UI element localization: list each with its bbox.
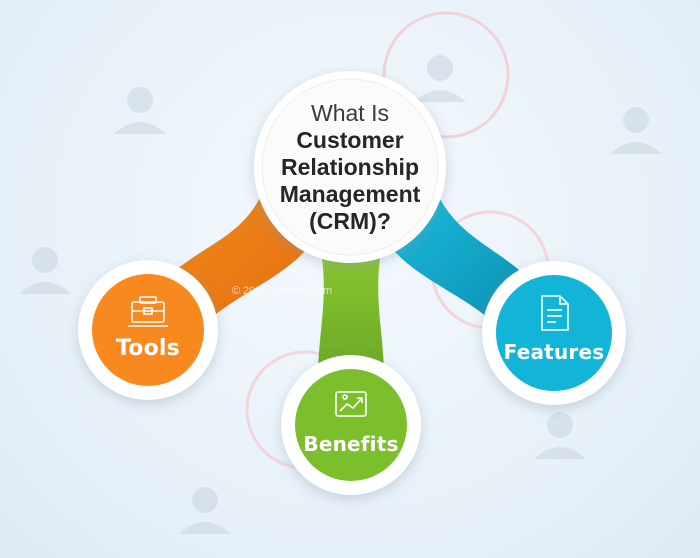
center-title-line: What Is [311, 99, 389, 126]
tools-node [92, 274, 204, 386]
center-title-line: Customer [296, 126, 404, 153]
center-title-line: Management [279, 180, 421, 207]
benefits-label: Benefits [303, 432, 399, 456]
benefits-node [295, 369, 407, 481]
center-bubble-inner [261, 78, 439, 256]
document-icon [541, 295, 569, 331]
features-node [496, 275, 612, 391]
person-silhouette-icon [19, 55, 662, 534]
center-title-line: (CRM)? [309, 207, 391, 234]
features-label: Features [503, 340, 605, 364]
growth-icon [335, 391, 367, 417]
tools-label: Tools [116, 336, 180, 361]
toolbox-icon [128, 296, 168, 327]
watermark: © 2020 Toolbox.com [231, 285, 333, 297]
connector-benefits [318, 236, 384, 370]
center-title: What Is Customer Relationship Management… [250, 82, 450, 252]
center-title-line: Relationship [280, 153, 419, 180]
decor-ring [382, 11, 510, 139]
